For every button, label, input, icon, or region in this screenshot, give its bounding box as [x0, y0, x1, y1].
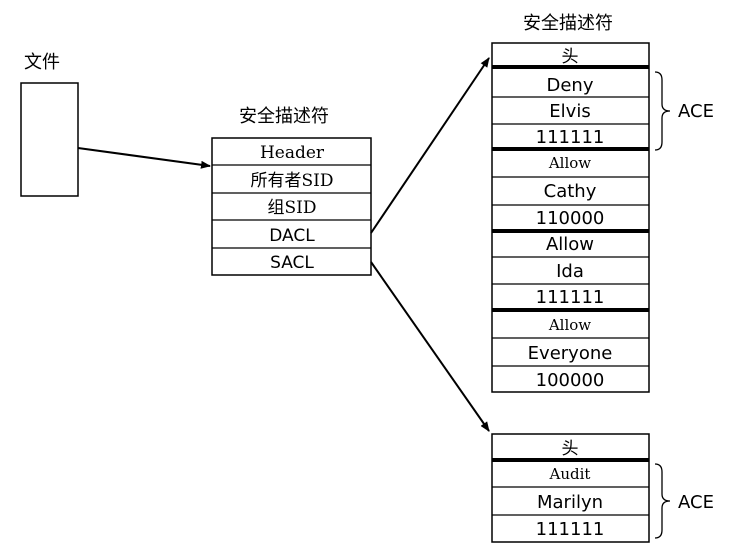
dacl-table: 头 Deny Elvis 111111 Allow Cathy 110000 A… — [491, 42, 650, 393]
arrow-dacl-to-acl — [370, 57, 490, 234]
arrow-sacl-to-acl — [370, 261, 490, 432]
file-box — [20, 82, 79, 197]
dacl-ace-label: ACE — [678, 101, 714, 122]
ace-type: Allow — [546, 234, 594, 255]
ace-type: Allow — [548, 154, 591, 172]
sd-row-header: Header — [260, 143, 325, 163]
sd-row-owner-sid: 所有者SID — [251, 171, 334, 191]
ace-mask: 111111 — [536, 519, 605, 540]
ace-type: Allow — [548, 316, 591, 334]
security-descriptor-table: Header 所有者SID 组SID DACL SACL — [211, 137, 372, 276]
ace-sid: Ida — [556, 261, 584, 282]
sd-row-group-sid: 组SID — [268, 198, 317, 218]
dacl-ace-brace — [654, 71, 671, 151]
sacl-frame — [491, 433, 650, 543]
ace-mask: 111111 — [536, 127, 605, 148]
ace-sid: Marilyn — [537, 492, 603, 513]
sacl-table: 头 Audit Marilyn 111111 — [491, 433, 650, 543]
dacl-frame — [491, 42, 650, 393]
ace-sid: Cathy — [544, 181, 597, 202]
ace-type: Audit — [549, 465, 591, 483]
sd-row-sacl: SACL — [270, 253, 314, 273]
ace-mask: 100000 — [536, 370, 605, 391]
file-label: 文件 — [24, 52, 60, 73]
dacl-block-title: 安全描述符 — [523, 13, 613, 34]
dacl-header: 头 — [562, 47, 579, 67]
ace-type: Deny — [547, 75, 594, 96]
sd-row-dacl: DACL — [269, 226, 315, 246]
ace-sid: Everyone — [528, 343, 613, 364]
security-descriptor-title: 安全描述符 — [239, 106, 329, 127]
sacl-ace-brace — [654, 463, 671, 539]
sacl-header: 头 — [562, 439, 579, 459]
sacl-ace-label: ACE — [678, 492, 714, 513]
arrow-file-to-sd — [77, 147, 211, 169]
ace-mask: 111111 — [536, 287, 605, 308]
security-descriptor-frame — [211, 137, 372, 276]
ace-sid: Elvis — [549, 101, 590, 122]
ace-mask: 110000 — [536, 208, 605, 229]
